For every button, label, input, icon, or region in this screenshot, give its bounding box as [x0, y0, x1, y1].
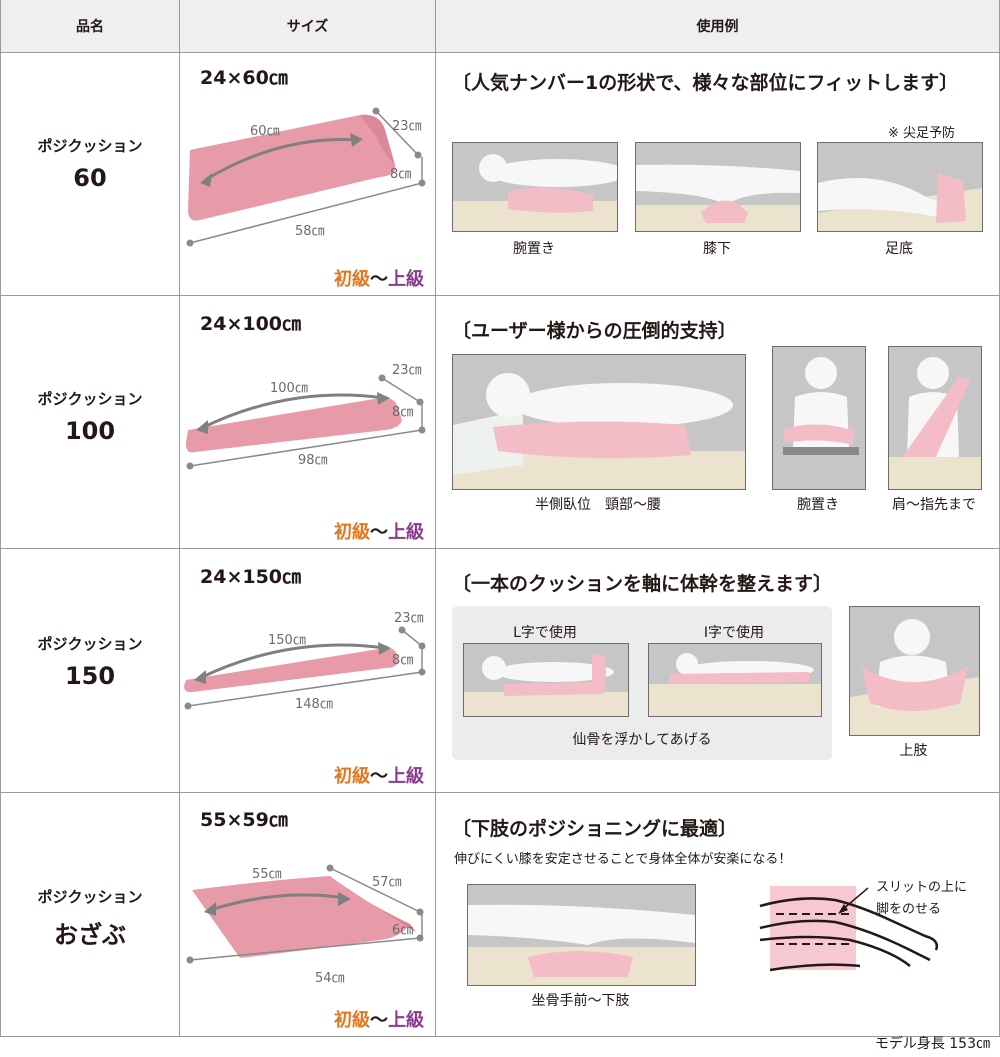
usage-title: 〔下肢のポジショニングに最適〕	[452, 818, 738, 840]
slit-note-line1: スリットの上に	[876, 880, 968, 895]
level-sep: 〜	[370, 522, 388, 543]
table-border-col2	[435, 0, 436, 1036]
caption-half-lateral: 半側臥位 頸部〜腰	[535, 497, 661, 513]
dim-width: 23㎝	[392, 119, 422, 134]
caption-shoulder-finger: 肩〜指先まで	[892, 497, 976, 513]
photo-i-shape	[648, 643, 822, 717]
dim-length: 55㎝	[252, 867, 282, 882]
product-name-line2: 100	[64, 417, 116, 445]
usage-subtext: 伸びにくい膝を安定させることで身体全体が安楽になる！	[454, 852, 792, 867]
slit-note-line2: 脚をのせる	[876, 902, 942, 917]
dim-base: 58㎝	[295, 224, 325, 239]
photo-arm-rest-seated	[772, 346, 866, 490]
level-range: 初級〜上級	[334, 518, 424, 544]
dim-height: 6㎝	[392, 923, 413, 938]
usage-title: 〔人気ナンバー1の形状で、様々な部位にフィットします〕	[452, 72, 959, 94]
product-name-line1: ポジクッション	[37, 137, 143, 155]
table-border-row2	[0, 548, 1000, 549]
level-sep: 〜	[370, 269, 388, 290]
product-name-line1: ポジクッション	[37, 390, 143, 408]
caption-arm-rest: 腕置き	[513, 241, 555, 257]
header-name: 品名	[1, 0, 179, 52]
caption-knee: 膝下	[703, 241, 731, 257]
level-to: 上級	[388, 766, 424, 787]
header-name-label: 品名	[76, 19, 104, 35]
header-size: サイズ	[180, 0, 435, 52]
product-name-line2: 60	[73, 164, 107, 192]
table-border-header	[0, 52, 1000, 53]
photo-l-shape	[463, 643, 629, 717]
cushion-diagram-150: 150㎝ 23㎝ 8㎝ 148㎝	[184, 611, 426, 712]
dim-length: 60㎝	[250, 124, 280, 139]
slit-illustration	[759, 886, 939, 972]
product-name-100: ポジクッション 100	[0, 388, 180, 445]
photo-knee	[635, 142, 801, 232]
level-sep: 〜	[370, 766, 388, 787]
label-l-shape: L字で使用	[513, 625, 577, 641]
dim-width: 23㎝	[392, 363, 422, 378]
caption-upper-limb: 上肢	[899, 743, 928, 759]
dim-base: 98㎝	[298, 453, 328, 468]
usage-title: 〔ユーザー様からの圧倒的支持〕	[452, 320, 737, 342]
header-usage: 使用例	[436, 0, 999, 52]
product-name-150: ポジクッション 150	[0, 633, 180, 690]
caption-sole: 足底	[885, 241, 913, 257]
cushion-diagram-100: 100㎝ 23㎝ 8㎝ 98㎝	[185, 363, 426, 470]
table-border-bottom	[0, 1036, 1000, 1037]
dim-height: 8㎝	[392, 653, 413, 668]
table-border-row1	[0, 295, 1000, 296]
dim-base: 54㎝	[315, 971, 345, 986]
dim-height: 8㎝	[390, 167, 411, 182]
dim-length: 100㎝	[270, 381, 308, 396]
photo-half-lateral	[452, 354, 746, 490]
size-label: 24×150㎝	[200, 566, 302, 588]
dim-base: 148㎝	[295, 697, 333, 712]
product-name-60: ポジクッション 60	[0, 135, 180, 192]
size-label: 24×100㎝	[200, 313, 302, 335]
caption-ischium-lower-limb: 坐骨手前〜下肢	[531, 993, 630, 1009]
product-name-line2: 150	[64, 662, 116, 690]
size-label: 24×60㎝	[200, 67, 288, 89]
table-border-col1	[179, 0, 180, 1036]
level-sep: 〜	[370, 1010, 388, 1031]
level-to: 上級	[388, 522, 424, 543]
header-usage-label: 使用例	[696, 19, 739, 35]
photo-upper-limb	[849, 606, 980, 736]
table-border-row3	[0, 792, 1000, 793]
dim-length: 150㎝	[268, 633, 306, 648]
table-border-left	[0, 0, 1, 1036]
usage-title: 〔一本のクッションを軸に体幹を整えます〕	[452, 573, 833, 595]
level-from: 初級	[334, 766, 370, 787]
level-from: 初級	[334, 269, 370, 290]
level-to: 上級	[388, 269, 424, 290]
photo-ischium-lower-limb	[467, 884, 696, 986]
level-range: 初級〜上級	[334, 1006, 424, 1032]
photo-shoulder-finger	[888, 346, 982, 490]
dim-height: 8㎝	[392, 405, 413, 420]
level-range: 初級〜上級	[334, 762, 424, 788]
cushion-diagram-ozabu: 55㎝ 57㎝ 6㎝ 54㎝	[186, 864, 424, 986]
dim-width: 57㎝	[372, 875, 402, 890]
usage-note: ※ 尖足予防	[888, 126, 956, 141]
level-to: 上級	[388, 1010, 424, 1031]
dim-width: 23㎝	[394, 611, 424, 626]
size-label: 55×59㎝	[200, 809, 288, 831]
product-name-line1: ポジクッション	[37, 635, 143, 653]
caption-arm-rest-seated: 腕置き	[797, 497, 839, 513]
cushion-diagram-60: 60㎝ 23㎝ 8㎝ 58㎝	[186, 107, 426, 247]
product-name-line2: おざぶ	[54, 921, 126, 949]
level-from: 初級	[334, 522, 370, 543]
product-name-ozabu: ポジクッション おざぶ	[0, 886, 180, 950]
level-range: 初級〜上級	[334, 265, 424, 291]
photo-arm-rest	[452, 142, 618, 232]
panel-caption: 仙骨を浮かしてあげる	[572, 732, 712, 748]
label-i-shape: I字で使用	[703, 625, 765, 641]
product-name-line1: ポジクッション	[37, 888, 143, 906]
level-from: 初級	[334, 1010, 370, 1031]
header-size-label: サイズ	[286, 19, 329, 35]
footer-model-height: モデル身長 153㎝	[874, 1036, 990, 1052]
photo-sole	[817, 142, 983, 232]
